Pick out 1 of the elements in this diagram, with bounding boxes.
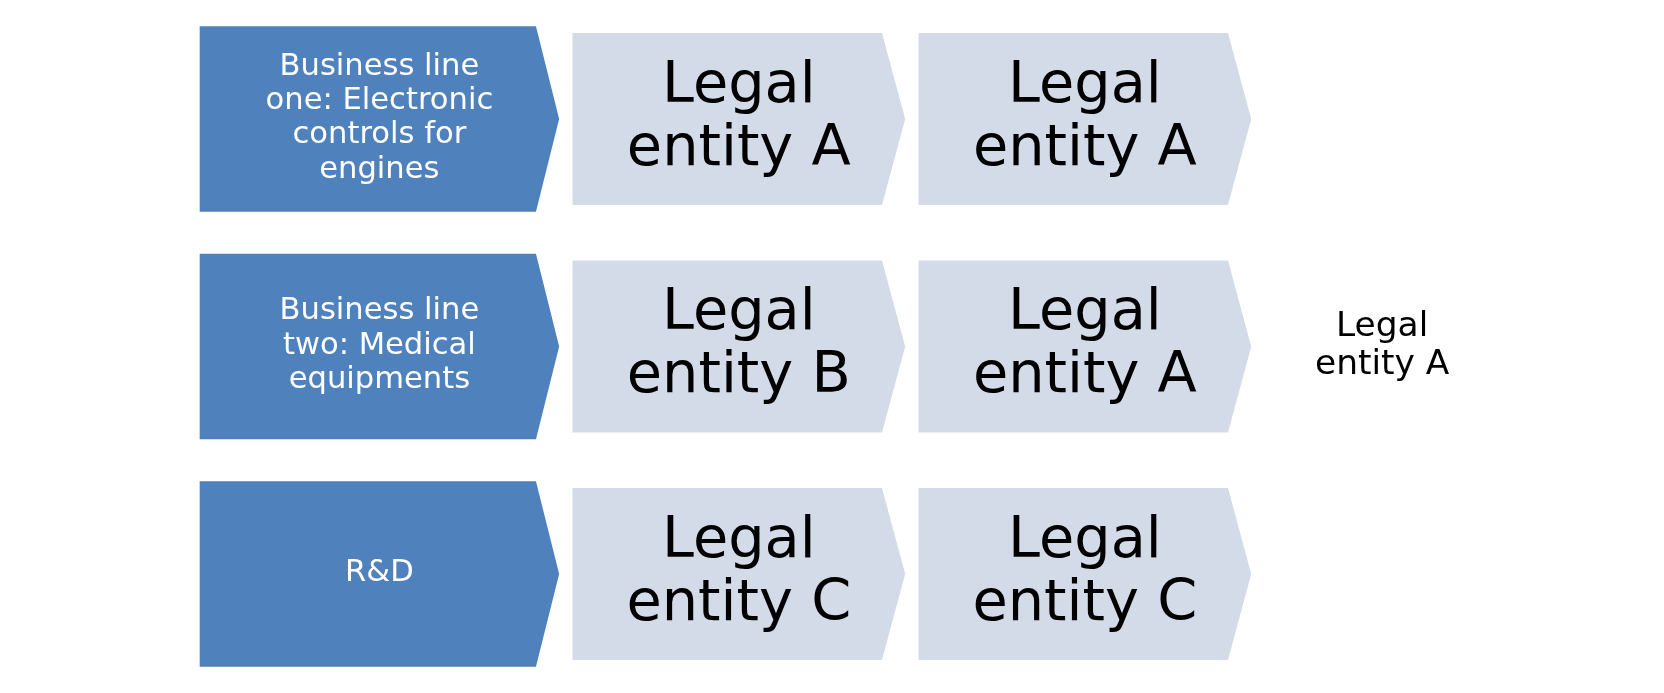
label: Legal entity A — [1314, 303, 1449, 383]
